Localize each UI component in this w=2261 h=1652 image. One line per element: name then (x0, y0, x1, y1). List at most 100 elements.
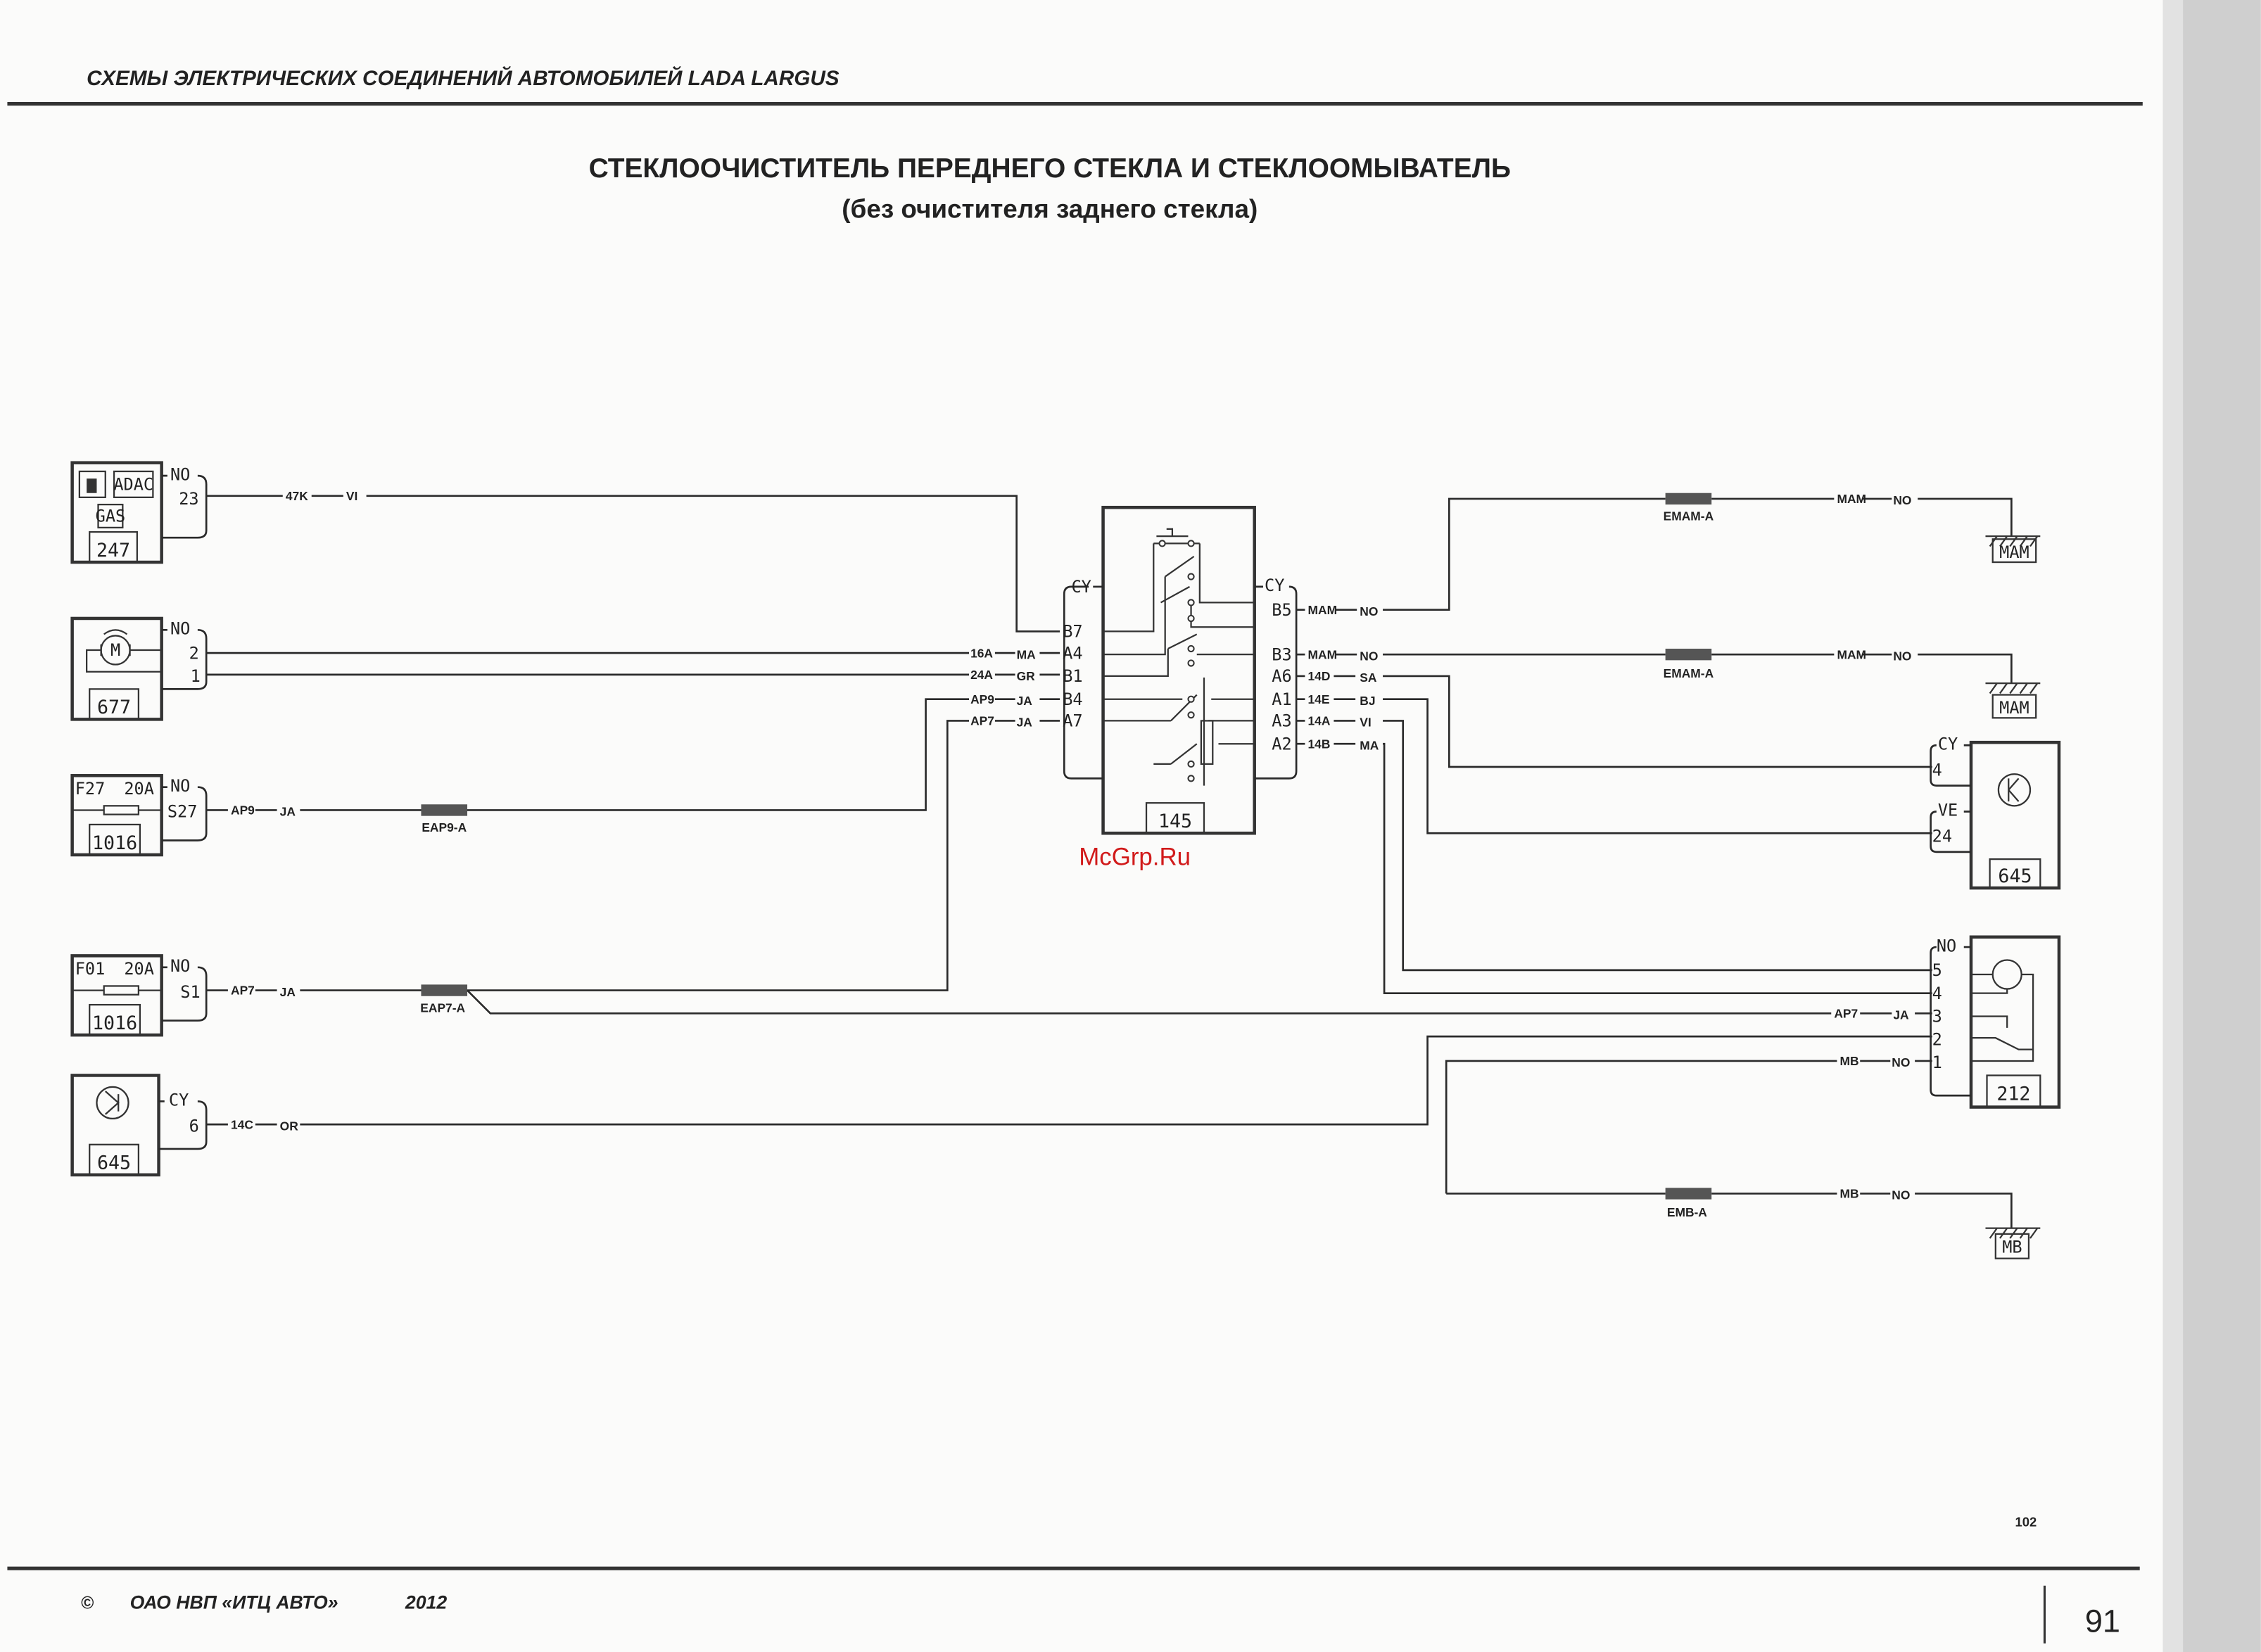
wire-number: MAM (1837, 492, 1866, 506)
connector-label: CY (1071, 577, 1091, 597)
pin-label: A1 (1272, 690, 1291, 709)
wire-number: 24A (970, 668, 993, 682)
publisher: ОАО НВП «ИТЦ АВТО» (130, 1592, 338, 1613)
splice-label: EAP7-A (420, 1000, 465, 1015)
splice-label: EMAM-A (1664, 666, 1714, 680)
wire-AP7-JA (206, 720, 1060, 991)
pin-label: A6 (1272, 666, 1291, 686)
splice-EAP9-A (421, 804, 468, 816)
component-code: 1016 (92, 832, 137, 854)
component-code: 145 (1158, 811, 1192, 832)
pin-label: 5 (1932, 960, 1942, 980)
copyright-symbol: © (81, 1594, 94, 1613)
page-title: СТЕКЛООЧИСТИТЕЛЬ ПЕРЕДНЕГО СТЕКЛА И СТЕК… (589, 153, 1511, 184)
component-645-right: 645 CY 4 VE 24 (1930, 734, 2061, 890)
wire-number: MB (1840, 1054, 1859, 1068)
motor-symbol-label: M (110, 640, 120, 660)
pin-label: 6 (189, 1116, 199, 1136)
wire-color: NO (1360, 604, 1378, 618)
wire-color: MA (1360, 738, 1379, 752)
fuse-rating: 20A (124, 959, 154, 979)
fuse-label: F01 (75, 959, 106, 979)
wire-number: MB (1840, 1187, 1859, 1201)
component-247: ADAC GAS 247 NO 23 (70, 461, 208, 564)
splice-EMB-A (1665, 1188, 1712, 1200)
wire-color: JA (1017, 716, 1033, 730)
sensor-symbol-icon (1997, 773, 2032, 807)
sheet-number: 102 (2015, 1515, 2037, 1530)
fuse-icon (103, 985, 140, 996)
wire-color: NO (1892, 1055, 1910, 1069)
wire-number: 14A (1308, 714, 1331, 728)
component-code: 212 (1996, 1083, 2030, 1105)
fuse-icon (103, 805, 140, 815)
wire-AP9-JA (206, 698, 1060, 811)
fuel-icon (78, 470, 106, 498)
pin-label: B7 (1063, 622, 1082, 642)
splice-label: EAP9-A (422, 820, 467, 834)
wire-number: 14C (231, 1117, 253, 1131)
wire-B3-MAM (1296, 653, 2013, 684)
wire-color: NO (1360, 649, 1378, 663)
component-1016-fuse-f01: F01 20A 1016 NO S1 (70, 954, 208, 1037)
wire-14C-OR (206, 1035, 1932, 1126)
pin-label: 2 (1932, 1029, 1942, 1049)
pin-label: A3 (1272, 711, 1291, 731)
wire-number: AP7 (231, 984, 255, 998)
splice-EMAM-A (1665, 493, 1712, 505)
wire-color: VI (346, 489, 357, 503)
year: 2012 (405, 1592, 447, 1613)
connector-label: NO (170, 619, 190, 639)
component-code: 645 (97, 1152, 131, 1174)
wire-color: NO (1893, 649, 1911, 663)
pin-label: S27 (167, 802, 198, 822)
adac-label: ADAC (113, 475, 153, 495)
ground-point-mam-1: EMAM-A MAM NO MAM (1664, 492, 2041, 564)
wire-color: BJ (1360, 694, 1375, 708)
wire-color: NO (1893, 493, 1911, 507)
splice-label: EMAM-A (1664, 509, 1714, 523)
pin-label: A4 (1063, 643, 1082, 663)
pin-label: B1 (1063, 666, 1082, 686)
component-code: 1016 (92, 1012, 137, 1034)
pin-label: 24 (1932, 827, 1952, 846)
pin-label: S1 (180, 982, 200, 1002)
wire-number: MAM (1308, 603, 1338, 617)
wire-A3-VI (1296, 720, 1932, 972)
watermark: McGrp.Ru (1079, 843, 1191, 870)
gas-icon (97, 503, 124, 529)
splice-label: EMB-A (1667, 1205, 1707, 1219)
wire-color: OR (280, 1119, 299, 1133)
wire-number: AP7 (970, 714, 994, 728)
ground-point-mam-2: EMAM-A MAM NO MAM (1664, 647, 2041, 719)
wire-B5-MAM (1296, 497, 2013, 611)
wire-MB-NO-212 (1445, 1060, 1932, 1194)
ground-icon (1985, 682, 2041, 694)
connector-label: VE (1938, 801, 1958, 820)
connector-label: NO (170, 464, 190, 484)
component-677-wiper-motor: M 677 NO 2 1 (70, 616, 208, 721)
splice-EAP7-A (421, 984, 468, 996)
splice-EMAM-A (1665, 648, 1712, 661)
wire-color: JA (1893, 1008, 1909, 1022)
wire-number: AP9 (970, 692, 994, 706)
ground-point-mb: EMB-A MB NO MB (1665, 1187, 2041, 1259)
wire-number: 14E (1308, 692, 1330, 706)
component-1016-fuse-f27: F27 20A 1016 NO S27 (70, 774, 208, 857)
pin-label: 1 (1932, 1053, 1942, 1072)
component-212-washer-pump: 212 NO 5 4 3 2 1 (1930, 935, 2061, 1109)
connector-label: CY (1265, 576, 1284, 595)
wire-number: MAM (1837, 647, 1866, 661)
wire-color: SA (1360, 671, 1377, 685)
pin-label: 23 (179, 489, 198, 509)
ground-label: MAM (1999, 542, 2029, 562)
connector-label: NO (170, 956, 190, 976)
wire-47K-VI (206, 495, 1060, 633)
wire-AP7-to-212 (467, 989, 1932, 1015)
wire-MB-NO-ground (1446, 1193, 2013, 1228)
wire-number: AP7 (1834, 1006, 1858, 1020)
wire-color: JA (280, 805, 296, 819)
pin-label: 2 (189, 643, 199, 663)
page-edge-highlight (2162, 0, 2184, 1652)
